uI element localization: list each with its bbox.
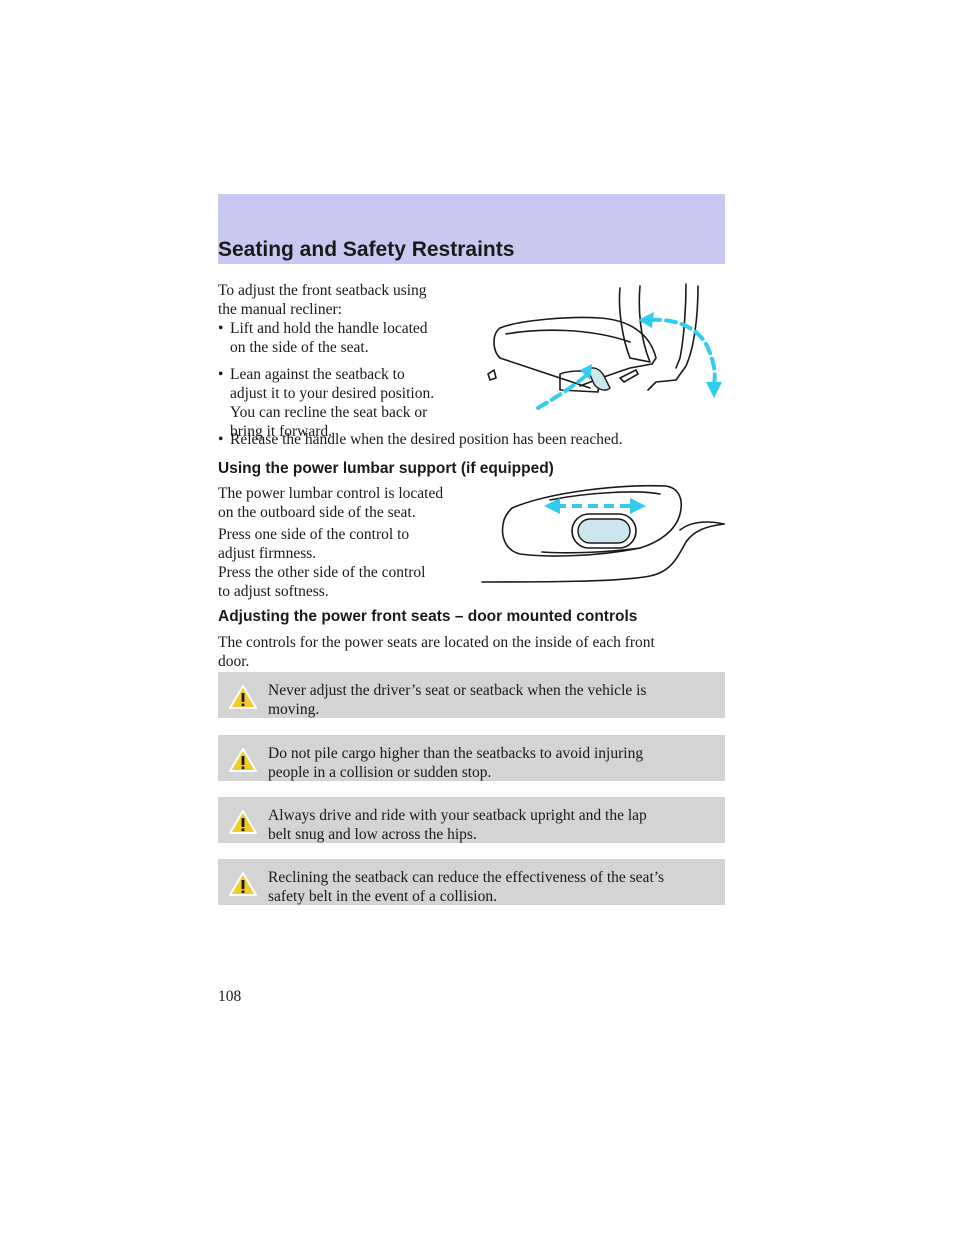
recliner-intro: To adjust the front seatback using the m… [218, 282, 427, 318]
bullet-item: • Release the handle when the desired po… [218, 430, 725, 450]
warning-box: Always drive and ride with your seatback… [218, 797, 725, 843]
recliner-illustration [487, 283, 722, 410]
bullet-text: Lean against the seatback to adjust it t… [230, 366, 435, 440]
warning-icon [229, 748, 257, 772]
bullet-text: Release the handle when the desired posi… [230, 431, 623, 448]
lumbar-heading: Using the power lumbar support (if equip… [218, 460, 554, 477]
lumbar-paragraph-3: Press the other side of the control to a… [218, 564, 426, 600]
lumbar-paragraph-2: Press one side of the control to adjust … [218, 526, 410, 562]
warning-text: Do not pile cargo higher than the seatba… [268, 745, 644, 781]
page-number: 108 [218, 988, 242, 1005]
lumbar-paragraph-1: The power lumbar control is located on t… [218, 485, 444, 521]
power-seats-paragraph: The controls for the power seats are loc… [218, 634, 655, 670]
bullet-glyph: • [218, 431, 224, 448]
warning-icon [229, 685, 257, 709]
bullet-item: • Lean against the seatback to adjust it… [218, 365, 488, 443]
warning-box: Do not pile cargo higher than the seatba… [218, 735, 725, 781]
bullet-glyph: • [218, 366, 224, 383]
warning-text: Reclining the seatback can reduce the ef… [268, 869, 665, 905]
warning-box: Never adjust the driver’s seat or seatba… [218, 672, 725, 718]
warning-box: Reclining the seatback can reduce the ef… [218, 859, 725, 905]
warning-text: Always drive and ride with your seatback… [268, 807, 647, 843]
warning-icon [229, 872, 257, 896]
power-seats-heading: Adjusting the power front seats – door m… [218, 608, 638, 625]
bullet-glyph: • [218, 320, 224, 337]
bullet-text: Lift and hold the handle located on the … [230, 320, 428, 356]
warning-icon [229, 810, 257, 834]
warning-text: Never adjust the driver’s seat or seatba… [268, 682, 647, 718]
lumbar-illustration [481, 484, 725, 583]
section-title: Seating and Safety Restraints [218, 238, 515, 261]
header-band [218, 194, 725, 264]
bullet-item: • Lift and hold the handle located on th… [218, 319, 488, 359]
